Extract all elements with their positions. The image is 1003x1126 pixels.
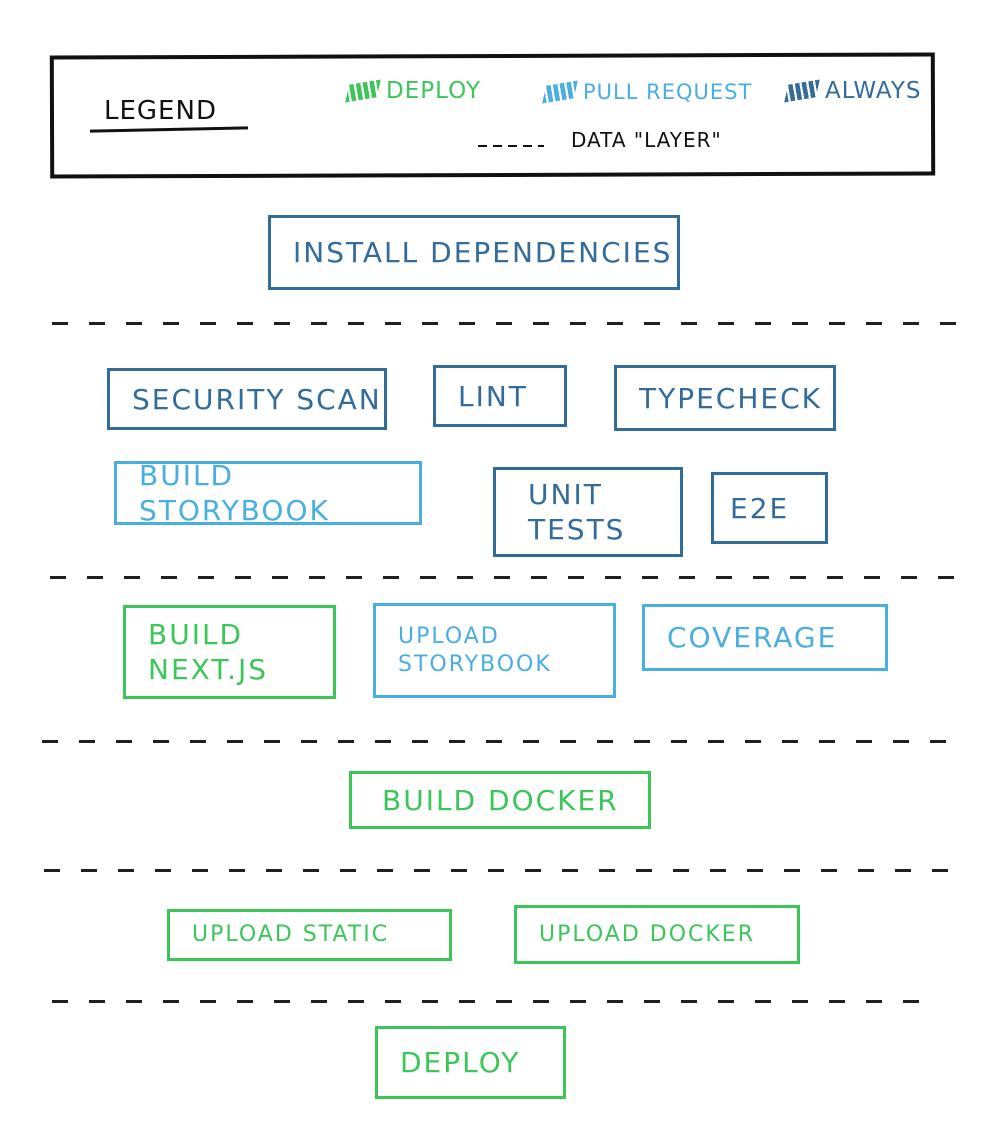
dashed-line-key — [478, 145, 544, 147]
node-upload-static: UPLOAD STATIC — [167, 909, 452, 961]
layer-separator — [44, 869, 966, 872]
legend-item-label: PULL REQUEST — [583, 80, 753, 104]
legend-item-deploy: DEPLOY — [345, 78, 482, 104]
layer-separator — [52, 1000, 936, 1003]
legend-item-label: DEPLOY — [386, 78, 482, 104]
node-coverage: COVERAGE — [642, 604, 888, 671]
node-typecheck: TYPECHECK — [614, 365, 836, 431]
legend-item-pull-request: PULL REQUEST — [542, 80, 753, 104]
layer-separator — [52, 322, 964, 325]
legend-item-label: ALWAYS — [825, 78, 922, 104]
node-upload-storybook: UPLOAD STORYBOOK — [373, 603, 616, 698]
node-lint: LINT — [433, 365, 567, 427]
layer-separator — [42, 740, 962, 743]
always-swatch-icon — [784, 79, 820, 103]
node-deploy: DEPLOY — [375, 1026, 566, 1099]
node-build-nextjs: BUILD NEXT.JS — [123, 605, 336, 699]
node-unit-tests: UNIT TESTS — [493, 467, 683, 557]
node-upload-docker: UPLOAD DOCKER — [514, 905, 800, 964]
layer-separator — [50, 576, 964, 579]
legend-item-always: ALWAYS — [784, 78, 922, 104]
node-install-dependencies: INSTALL DEPENDENCIES — [268, 215, 680, 290]
pull-request-swatch-icon — [542, 80, 578, 104]
deploy-swatch-icon — [345, 79, 381, 103]
data-layer-label: DATA "LAYER" — [571, 128, 722, 152]
legend-title: LEGEND — [104, 96, 217, 126]
node-build-storybook: BUILD STORYBOOK — [114, 459, 422, 527]
node-build-docker: BUILD DOCKER — [349, 771, 651, 829]
node-security-scan: SECURITY SCAN — [107, 368, 387, 430]
node-e2e: E2E — [711, 472, 828, 544]
